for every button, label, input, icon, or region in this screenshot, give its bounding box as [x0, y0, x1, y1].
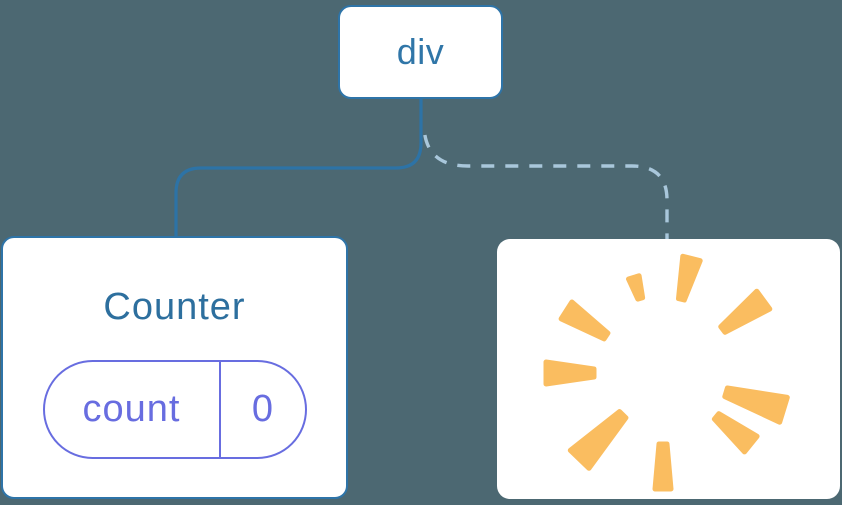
poof-ray — [711, 411, 760, 455]
removed-component-card — [497, 239, 840, 499]
poof-ray — [718, 288, 773, 335]
poof-ray — [626, 273, 646, 302]
tree-node-div: div — [338, 5, 503, 99]
connector-dashed-line — [422, 123, 669, 240]
counter-title: Counter — [103, 286, 246, 328]
poof-burst-icon — [543, 253, 790, 492]
state-value: 0 — [251, 388, 274, 430]
poof-ray — [558, 299, 611, 342]
counter-component-card: Counter count 0 — [1, 236, 348, 499]
poof-ray — [567, 409, 629, 471]
state-pill: count 0 — [42, 360, 307, 459]
state-key-label: count — [45, 362, 221, 457]
poof-ray — [652, 441, 674, 492]
poof-ray — [543, 359, 597, 387]
poof-rays — [543, 253, 790, 492]
tree-node-div-label: div — [396, 31, 445, 72]
poof-ray — [676, 253, 703, 303]
poof-ray — [722, 385, 790, 425]
connector-solid-line — [174, 97, 423, 241]
